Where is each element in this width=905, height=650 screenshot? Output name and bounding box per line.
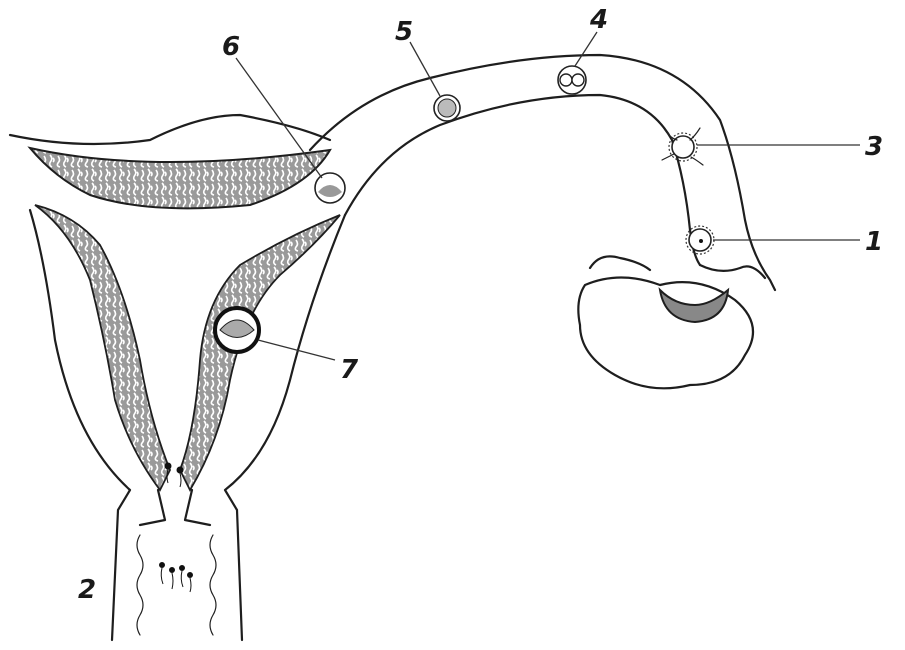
- label-2: 2: [78, 575, 96, 605]
- uterus-fundus-outline: [10, 115, 330, 144]
- fimbriae: [590, 256, 765, 278]
- stage-3-fertilization: [662, 128, 703, 165]
- endometrium-left: [35, 205, 170, 490]
- endometrium-right: [180, 215, 340, 490]
- stage-5-morula: [434, 95, 460, 121]
- label-1: 1: [865, 227, 883, 257]
- cervical-canal: [140, 490, 210, 525]
- vagina-left-wall: [137, 535, 143, 635]
- corpus-luteum: [660, 290, 728, 322]
- stage-4-two-cell: [558, 66, 586, 94]
- leader-4: [575, 32, 597, 66]
- label-5: 5: [395, 17, 413, 47]
- leader-5: [410, 42, 440, 96]
- label-6: 6: [222, 32, 240, 62]
- label-3: 3: [865, 132, 883, 162]
- vagina-right-wall: [210, 535, 216, 635]
- stage-7-implantation: [215, 308, 259, 352]
- stage-6-blastocyst: [315, 173, 345, 203]
- label-7: 7: [340, 355, 359, 385]
- label-4: 4: [589, 5, 608, 35]
- fallopian-tube-upper-wall: [310, 55, 775, 290]
- fallopian-tube-lower-wall: [345, 95, 700, 265]
- endometrium-fundus: [30, 148, 330, 208]
